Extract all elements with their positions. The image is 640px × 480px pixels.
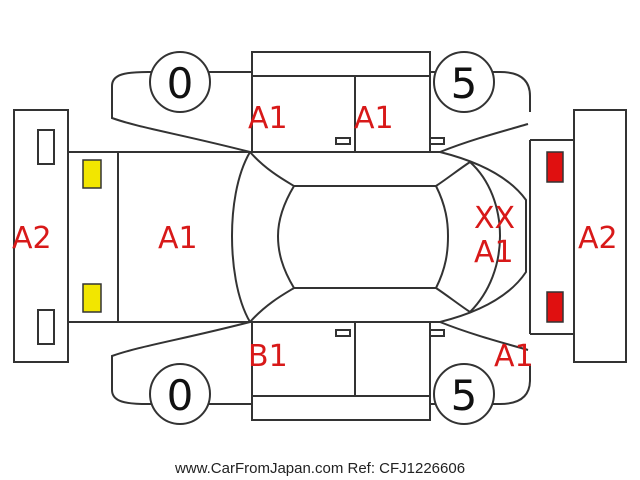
tire-front-bottom-value: 0: [167, 371, 194, 420]
top-side-profile: [111, 51, 531, 153]
label-tailgate-a1: A1: [474, 235, 514, 270]
label-front-bumper: A2: [12, 221, 52, 256]
label-hood: A1: [158, 221, 198, 256]
rear-bumper: [530, 109, 627, 363]
tire-front-bottom: 0: [149, 363, 211, 425]
tire-rear-top: 5: [433, 51, 495, 113]
rear-light-bottom: [546, 291, 564, 323]
car-body-top-view: [67, 140, 531, 334]
tire-rear-bottom: 5: [433, 363, 495, 425]
front-light-top: [82, 159, 102, 189]
reference-footer: www.CarFromJapan.com Ref: CFJ1226606: [174, 460, 465, 477]
label-rear-door-upper: A1: [354, 101, 394, 136]
tire-front-top: 0: [149, 51, 211, 113]
tire-rear-bottom-value: 5: [451, 371, 478, 420]
label-tailgate-xx: XX: [474, 201, 515, 236]
label-front-door-lower: B1: [248, 339, 288, 374]
label-rear-bumper: A2: [578, 221, 618, 256]
front-light-bottom: [82, 283, 102, 313]
label-rear-quarter-lower: A1: [494, 339, 534, 374]
front-bumper: [13, 109, 69, 363]
tire-front-top-value: 0: [167, 59, 194, 108]
rear-light-top: [546, 151, 564, 183]
label-front-door-upper: A1: [248, 101, 288, 136]
tire-rear-top-value: 5: [451, 59, 478, 108]
